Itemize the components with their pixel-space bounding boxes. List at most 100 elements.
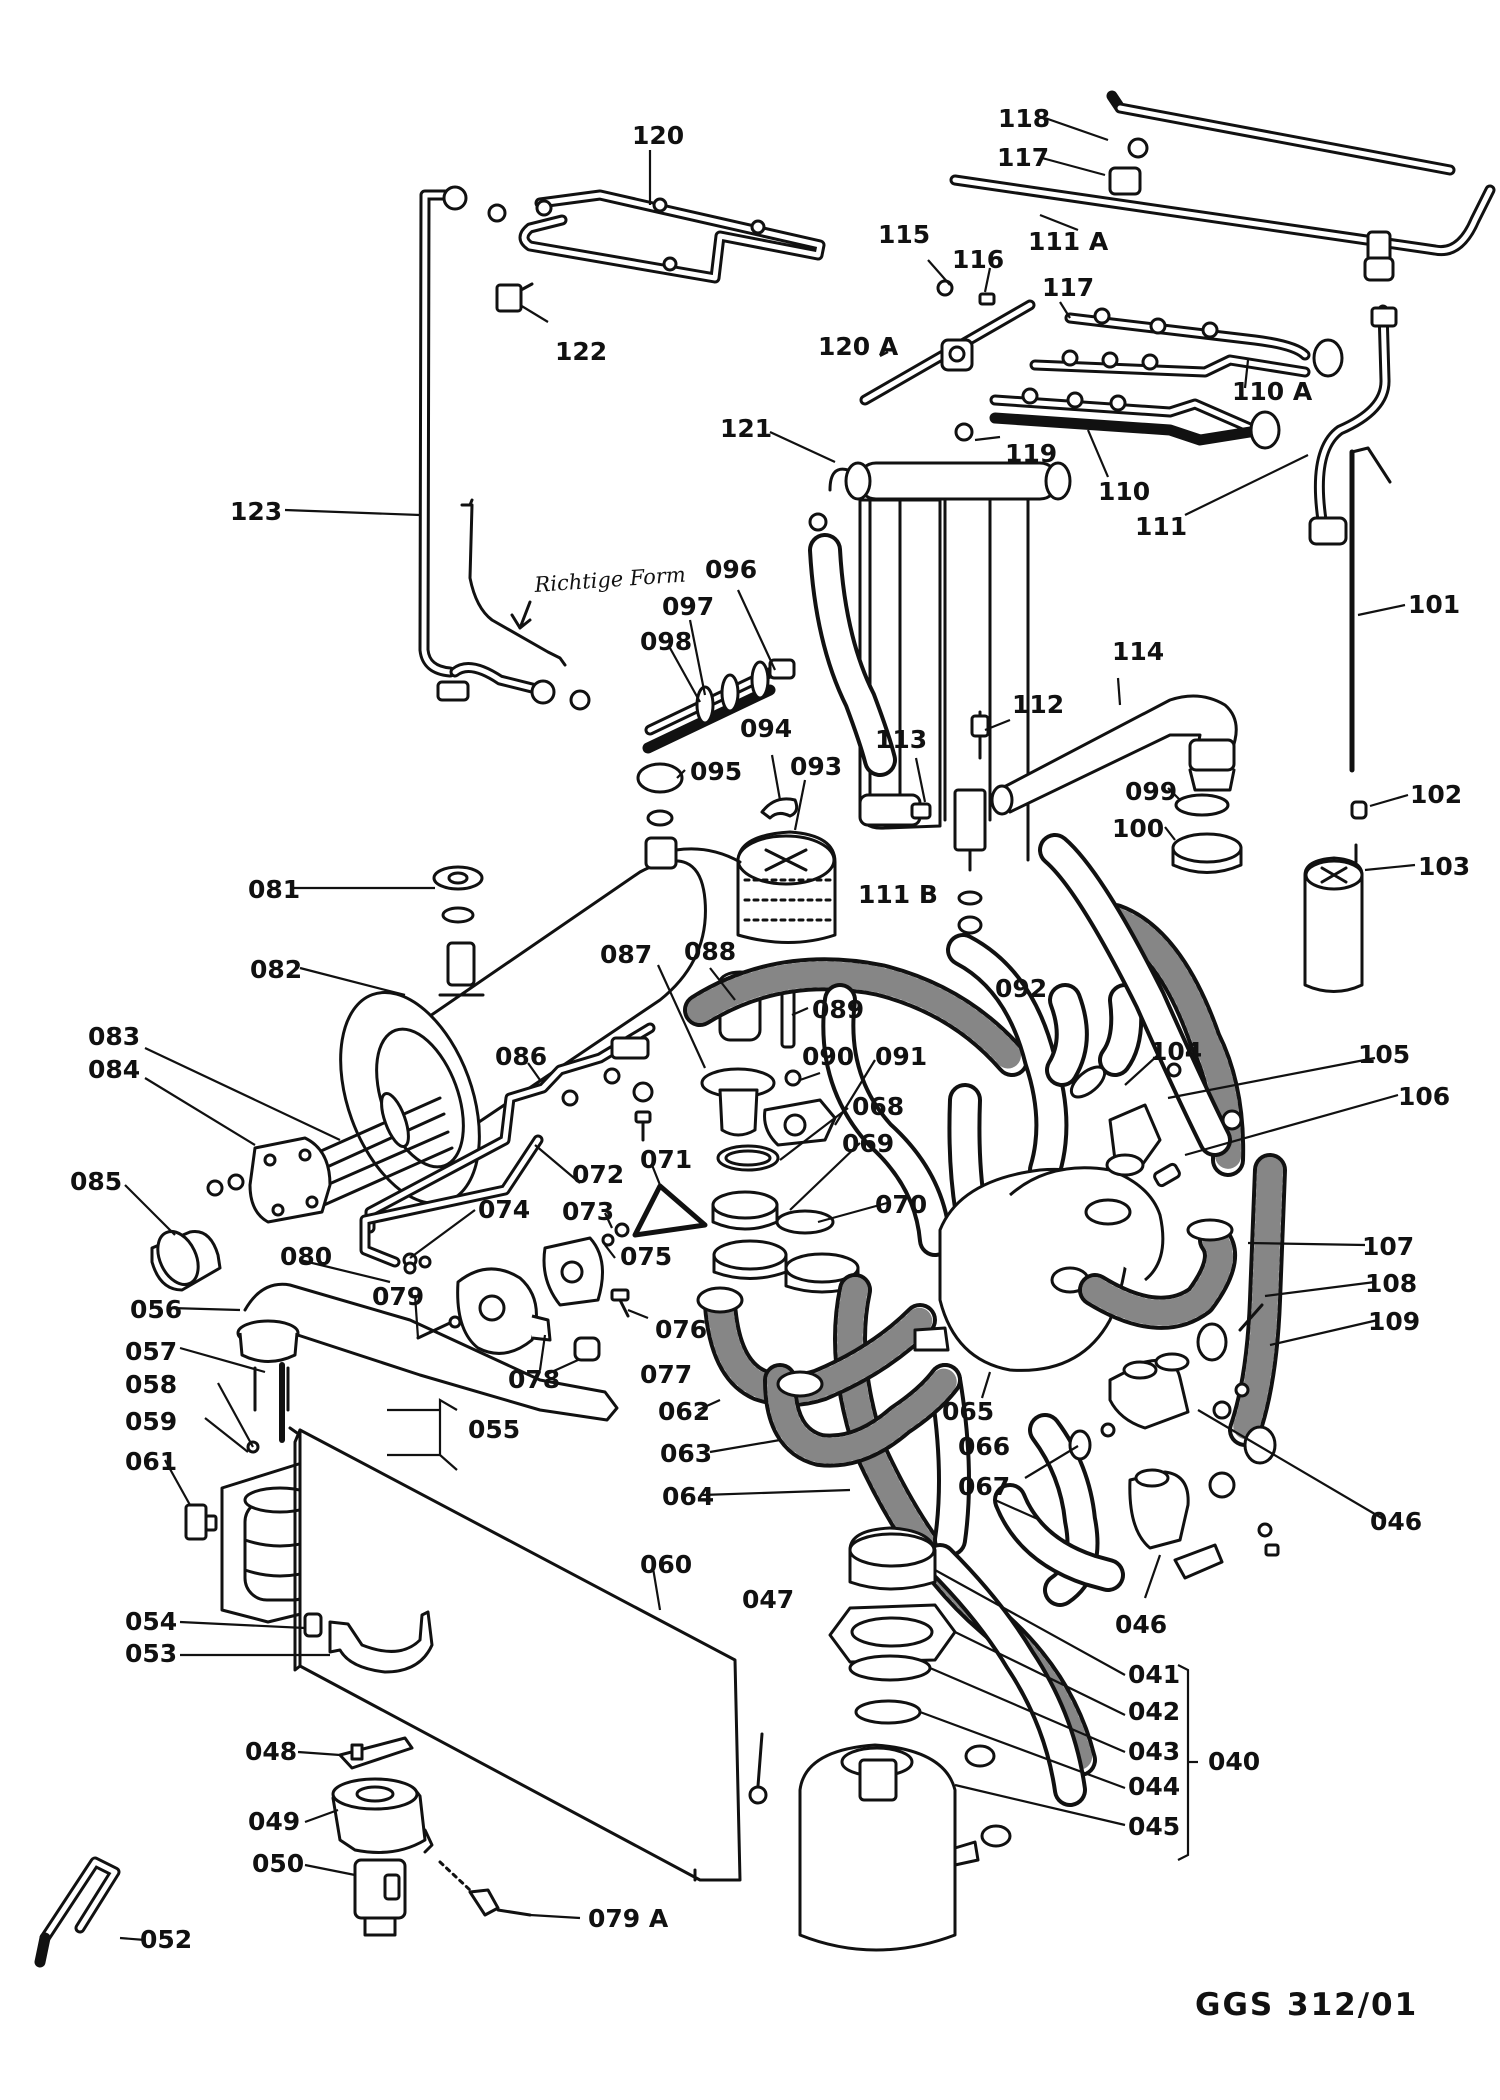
- label-046b: 046: [1115, 1610, 1167, 1639]
- label-050: 050: [252, 1849, 304, 1878]
- cap-041: [848, 1526, 937, 1591]
- label-108: 108: [1365, 1269, 1417, 1298]
- label-122: 122: [555, 337, 607, 366]
- label-101: 101: [1408, 590, 1460, 619]
- label-048: 048: [245, 1737, 297, 1766]
- label-079a: 079 A: [588, 1904, 669, 1933]
- drawing-reference: GGS 312/01: [1195, 1987, 1418, 2023]
- coil-050: [353, 1858, 407, 1937]
- screws: [403, 1081, 654, 1318]
- label-088: 088: [684, 937, 736, 966]
- label-071: 071: [640, 1145, 692, 1174]
- hose-end-109: [1243, 1425, 1277, 1465]
- label-044: 044: [1128, 1772, 1180, 1801]
- label-089: 089: [812, 995, 864, 1024]
- fitting-091: [763, 1098, 837, 1147]
- label-111a: 111 A: [1028, 227, 1109, 256]
- part-labels: 118 117 111 A 120 115 116 117 122 120 A …: [70, 104, 1470, 2023]
- label-095: 095: [690, 757, 742, 786]
- hose-062-063: [696, 1286, 962, 1468]
- label-094: 094: [740, 714, 792, 743]
- valve-049: [331, 1777, 434, 1854]
- fitting-112: [970, 710, 990, 760]
- label-102: 102: [1410, 780, 1462, 809]
- label-083: 083: [88, 1022, 140, 1051]
- pump-rings: [712, 1239, 860, 1294]
- clip-122: [495, 282, 534, 313]
- label-060: 060: [640, 1550, 692, 1579]
- frame-120: [487, 189, 826, 284]
- label-109: 109: [1368, 1307, 1420, 1336]
- pump-078: [456, 1267, 552, 1355]
- label-052: 052: [140, 1925, 192, 1954]
- label-041: 041: [1128, 1660, 1180, 1689]
- label-066: 066: [958, 1432, 1010, 1461]
- cup-087: [700, 1067, 776, 1137]
- fitting-111b: [953, 788, 987, 935]
- clip-094: [760, 797, 799, 820]
- label-065: 065: [942, 1397, 994, 1426]
- label-097: 097: [662, 592, 714, 621]
- valve-046a: [1108, 1352, 1250, 1430]
- label-061: 061: [125, 1447, 177, 1476]
- label-118: 118: [998, 104, 1050, 133]
- label-113: 113: [875, 725, 927, 754]
- flange-084: [206, 1136, 332, 1224]
- label-093: 093: [790, 752, 842, 781]
- valve-046b: [1128, 1468, 1280, 1580]
- label-087: 087: [600, 940, 652, 969]
- label-078: 078: [508, 1365, 560, 1394]
- label-103: 103: [1418, 852, 1470, 881]
- riser-111: [1308, 304, 1398, 546]
- seal-099: [1174, 793, 1230, 817]
- label-056: 056: [130, 1295, 182, 1324]
- label-074: 074: [478, 1195, 530, 1224]
- cartridge-085: [150, 1229, 222, 1292]
- label-054: 054: [125, 1607, 177, 1636]
- heater-block-121: [808, 461, 1072, 862]
- label-123: 123: [230, 497, 282, 526]
- label-045: 045: [1128, 1812, 1180, 1841]
- label-076: 076: [655, 1315, 707, 1344]
- label-116: 116: [952, 245, 1004, 274]
- label-107: 107: [1362, 1232, 1414, 1261]
- label-121: 121: [720, 414, 772, 443]
- nut-042: [828, 1603, 957, 1664]
- label-096: 096: [705, 555, 757, 584]
- hose-end-108: [1196, 1303, 1264, 1362]
- label-120a: 120 A: [818, 332, 899, 361]
- label-104: 104: [1150, 1037, 1202, 1066]
- nut-081: [432, 865, 484, 924]
- leader-lines: [119, 116, 1416, 1942]
- label-049: 049: [248, 1807, 300, 1836]
- label-086: 086: [495, 1042, 547, 1071]
- label-098: 098: [640, 627, 692, 656]
- label-111b: 111 B: [858, 880, 938, 909]
- clamp-104: [1069, 1062, 1182, 1099]
- label-068: 068: [852, 1092, 904, 1121]
- label-110: 110: [1098, 477, 1150, 506]
- fitting-106: [1153, 1109, 1243, 1188]
- label-059: 059: [125, 1407, 177, 1436]
- label-111: 111: [1135, 512, 1187, 541]
- nut-090: [784, 1069, 802, 1087]
- label-047: 047: [742, 1585, 794, 1614]
- ring-070: [775, 1209, 835, 1235]
- label-055: 055: [468, 1415, 520, 1444]
- screw-047: [748, 1732, 768, 1805]
- heater-rod-096: [642, 658, 796, 754]
- label-053: 053: [125, 1639, 177, 1668]
- nut-054: [303, 1612, 323, 1638]
- tube-086: [364, 1022, 656, 1234]
- label-090: 090: [802, 1042, 854, 1071]
- filter-093: [736, 830, 837, 944]
- label-063: 063: [660, 1439, 712, 1468]
- label-120: 120: [632, 121, 684, 150]
- switch-061: [184, 1503, 218, 1541]
- pump-housing-065: [913, 1166, 1165, 1372]
- label-042: 042: [1128, 1697, 1180, 1726]
- clamp-053: [328, 1610, 434, 1674]
- ring-069: [711, 1190, 779, 1231]
- label-106: 106: [1398, 1082, 1450, 1111]
